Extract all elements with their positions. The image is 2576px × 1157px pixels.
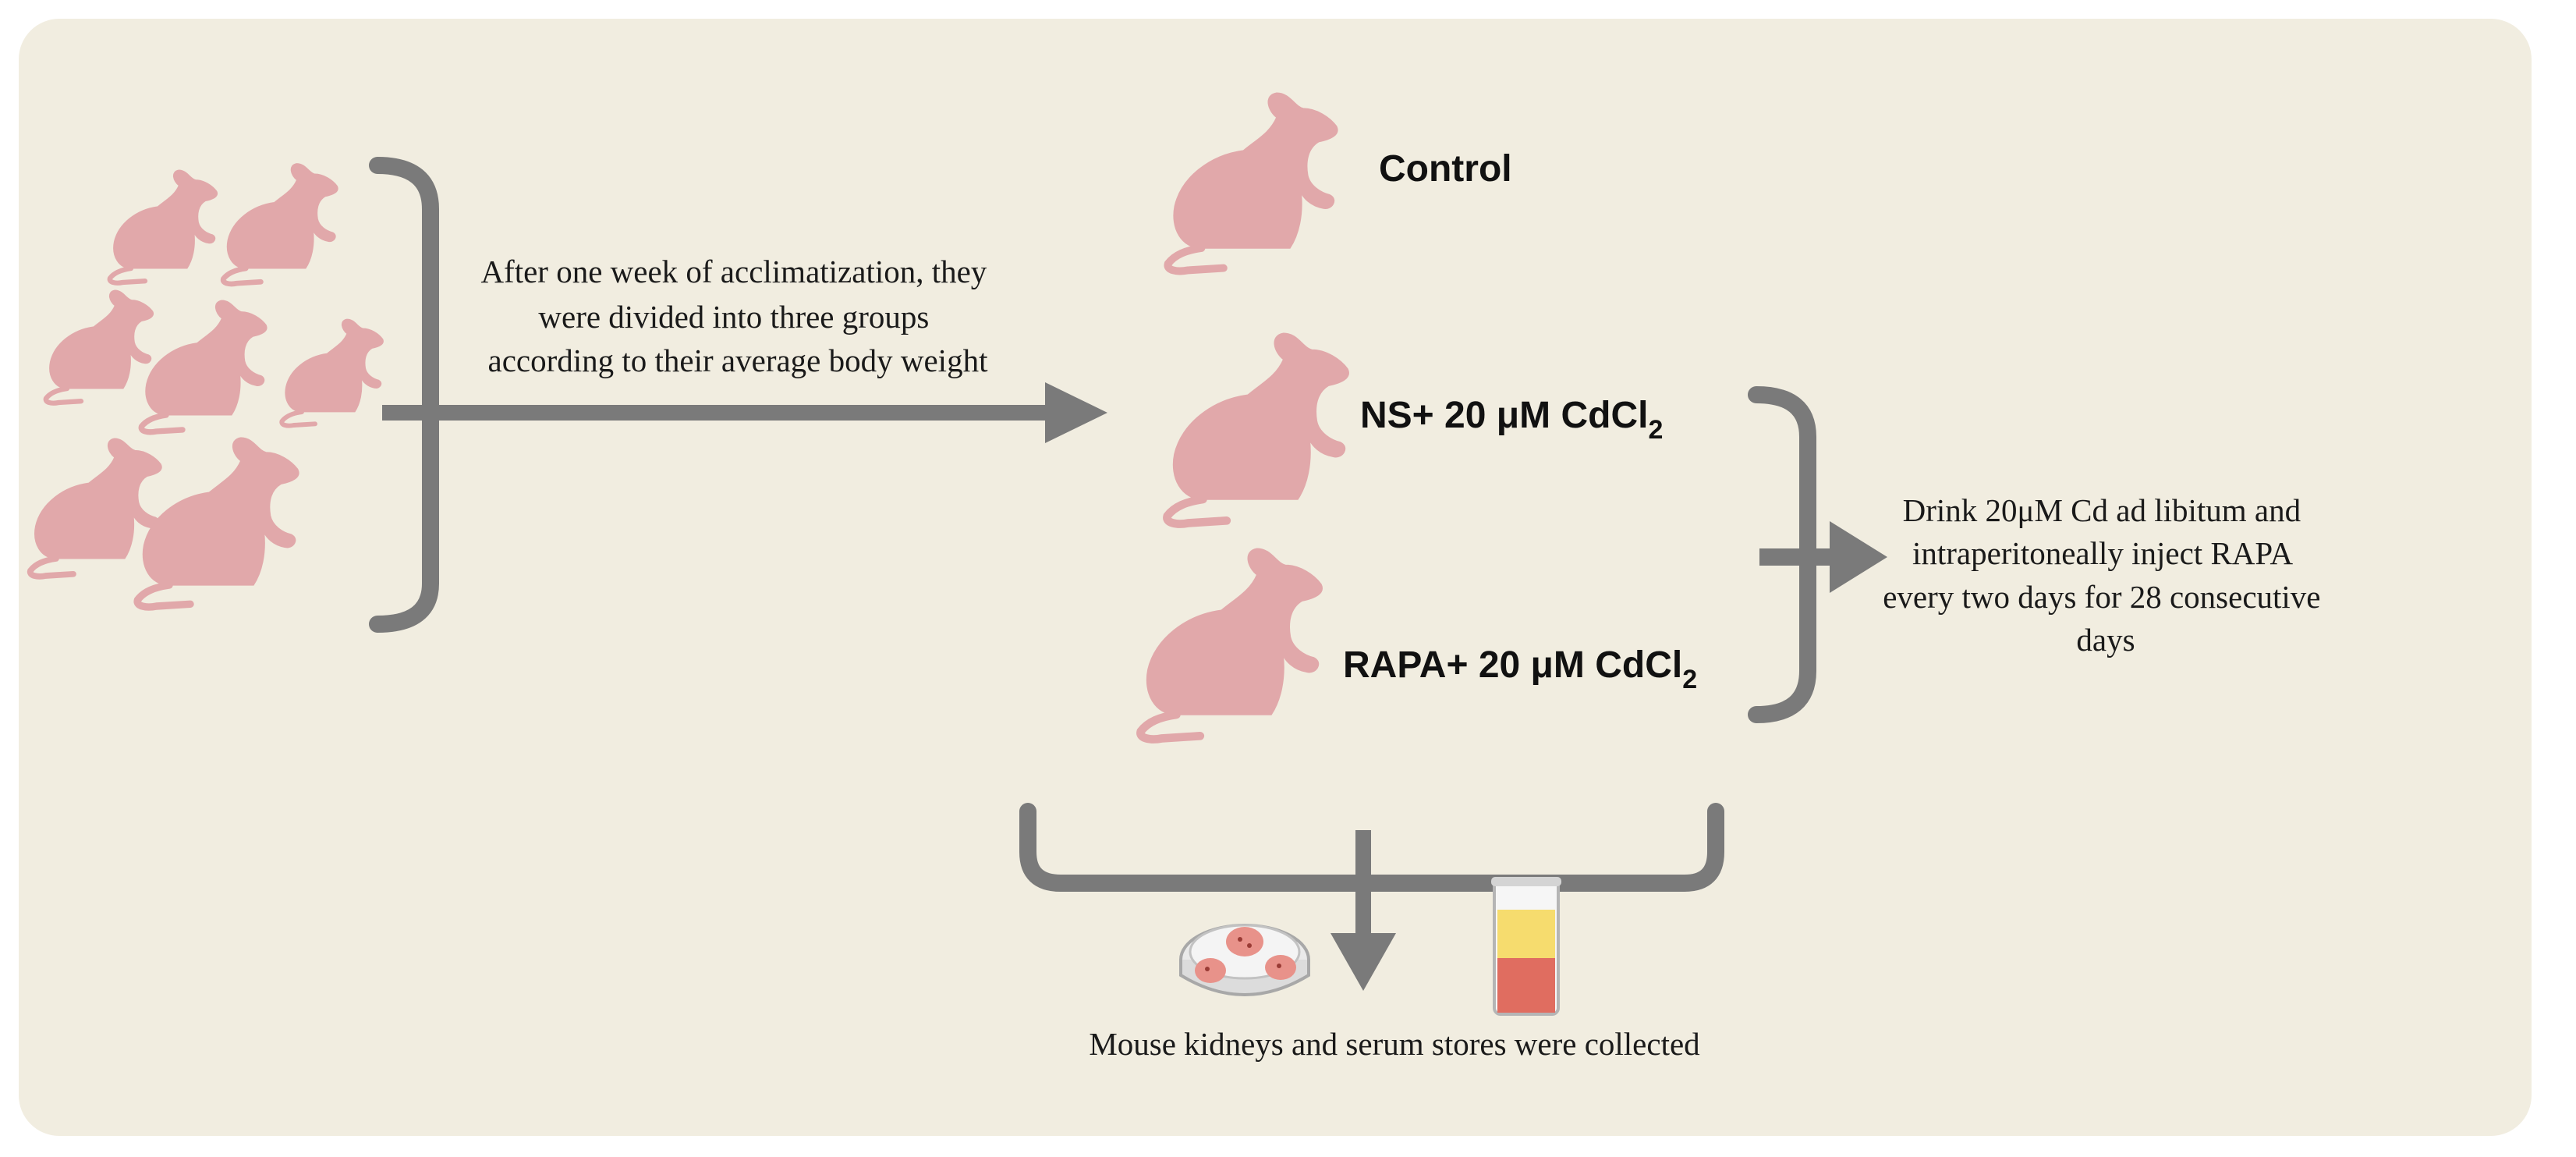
collection-arrow	[1331, 830, 1396, 991]
collection-text: Mouse kidneys and serum stores were coll…	[1089, 1026, 1699, 1062]
ns-label-main: NS+ 20 μM CdCl	[1360, 395, 1648, 436]
treatment-line: intraperitoneally inject RAPA	[1912, 535, 2294, 571]
intro-text: After one week of acclimatization, they …	[480, 254, 994, 378]
treatment-line: days	[2076, 622, 2135, 658]
rapa-label-main: RAPA+ 20 μM CdCl	[1343, 644, 1682, 686]
ns-group-label: NS+ 20 μM CdCl2	[1360, 395, 1663, 445]
treatment-line: every two days for 28 consecutive	[1883, 579, 2320, 615]
treatment-arrow	[1759, 521, 1887, 593]
intro-line: were divided into three groups	[538, 299, 929, 335]
rapa-label-subscript: 2	[1682, 665, 1697, 694]
bottom-bracket	[1019, 803, 1724, 892]
ns-label-subscript: 2	[1648, 415, 1663, 445]
blood-tube-icon	[1491, 877, 1561, 1016]
rapa-group-label: RAPA+ 20 μM CdCl2	[1343, 644, 1697, 694]
treatment-line: Drink 20μM Cd ad libitum and	[1903, 492, 2301, 528]
intro-line: After one week of acclimatization, they	[480, 254, 987, 289]
treatment-text: Drink 20μM Cd ad libitum and intraperito…	[1883, 492, 2329, 658]
left-bracket	[369, 157, 439, 633]
control-label: Control	[1379, 148, 1512, 190]
intro-line: according to their average body weight	[488, 342, 989, 378]
main-arrow	[382, 382, 1107, 443]
petri-dish-kidney-icon	[1179, 924, 1310, 996]
